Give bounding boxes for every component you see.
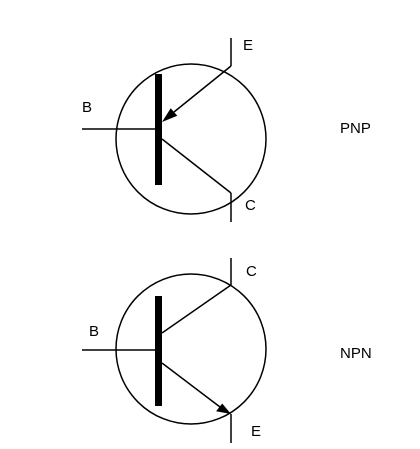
- npn-collector-label: C: [246, 263, 257, 280]
- npn-type-label: NPN: [340, 345, 372, 362]
- pnp-collector-diagonal: [161, 138, 232, 194]
- pnp-transistor: E B C PNP: [82, 37, 371, 222]
- npn-base-label: B: [89, 323, 99, 340]
- pnp-base-label: B: [82, 99, 92, 116]
- pnp-emitter-arrowhead: [162, 108, 178, 122]
- npn-emitter-arrowhead: [216, 403, 231, 414]
- npn-envelope-circle: [115, 273, 267, 425]
- npn-collector-diagonal: [161, 284, 232, 334]
- pnp-emitter-label: E: [243, 37, 253, 54]
- npn-emitter-label: E: [251, 423, 261, 440]
- npn-base-bar: [155, 296, 162, 406]
- pnp-collector-label: C: [245, 197, 256, 214]
- pnp-base-bar: [155, 74, 162, 185]
- npn-emitter-diagonal: [161, 362, 221, 408]
- pnp-emitter-diagonal: [173, 65, 232, 113]
- pnp-type-label: PNP: [340, 120, 371, 137]
- npn-transistor: C B E NPN: [82, 258, 372, 443]
- pnp-envelope-circle: [115, 63, 267, 215]
